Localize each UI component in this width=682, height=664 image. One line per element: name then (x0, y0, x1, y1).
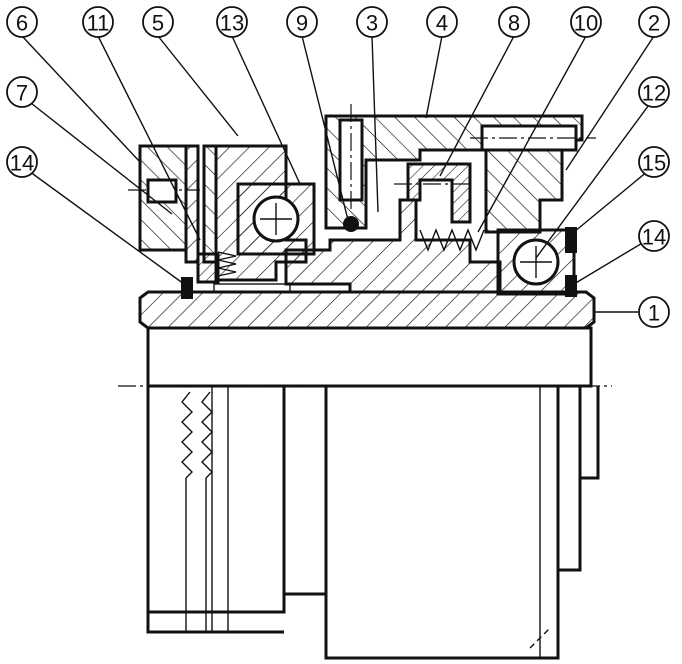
upper-section (128, 104, 596, 299)
callout-label-7: 7 (16, 81, 28, 106)
leader-3 (371, 35, 379, 213)
shaft-lower-body (146, 326, 593, 388)
gear-base (146, 612, 284, 634)
callout-5: 5 (142, 6, 174, 38)
leader-5 (157, 35, 239, 137)
pin (213, 283, 291, 293)
callout-14-left: 14 (6, 146, 38, 178)
lower-view (118, 326, 612, 660)
callout-label-14-left: 14 (10, 151, 34, 176)
break-line-right (201, 391, 213, 479)
callout-14-right: 14 (638, 220, 670, 252)
shaft-hatched (138, 290, 596, 330)
spring-11 (217, 251, 237, 277)
hidden-line (529, 627, 551, 649)
leader-12 (535, 97, 655, 259)
callout-label-11: 11 (87, 11, 110, 36)
leader-lines (21, 35, 655, 313)
callout-label-10: 10 (574, 11, 598, 36)
callout-label-13: 13 (220, 11, 244, 36)
callout-label-12: 12 (642, 81, 666, 106)
callout-6: 6 (6, 6, 38, 38)
callout-12: 12 (638, 76, 670, 108)
callouts: 6 11 5 13 9 3 4 8 10 2 7 12 14 15 14 1 (6, 6, 670, 328)
leader-14-left (21, 165, 185, 285)
seal-left (181, 277, 193, 299)
leader-2 (565, 35, 655, 171)
leader-10 (477, 35, 587, 233)
leader-9 (301, 35, 349, 221)
leader-4 (425, 35, 443, 119)
shaft-section (138, 290, 596, 330)
housing-bore (338, 118, 364, 202)
gear-body-outline (146, 386, 286, 614)
leader-8 (439, 35, 515, 177)
callout-4: 4 (426, 6, 458, 38)
callout-8: 8 (498, 6, 530, 38)
callout-7: 7 (6, 76, 38, 108)
leader-15 (573, 165, 655, 233)
callout-9: 9 (286, 6, 318, 38)
leader-6 (21, 35, 141, 163)
seal-right (565, 275, 577, 297)
callout-label-14-right: 14 (642, 225, 666, 250)
break-line-left (181, 391, 193, 479)
leader-13 (231, 35, 301, 185)
friction-plate (202, 144, 218, 264)
armature-plate (184, 144, 200, 264)
o-ring-9 (343, 216, 359, 232)
housing-step-2 (578, 386, 600, 480)
callout-label-9: 9 (296, 11, 308, 36)
callout-label-2: 2 (648, 11, 660, 36)
housing-step-1 (556, 386, 582, 572)
leader-11 (97, 35, 201, 241)
coil-8 (406, 162, 472, 224)
callout-label-5: 5 (152, 11, 164, 36)
housing-lower-body (324, 384, 560, 660)
callout-label-15: 15 (642, 151, 666, 176)
hub-step-outline (282, 386, 328, 596)
callout-10: 10 (570, 6, 602, 38)
callout-label-6: 6 (16, 11, 28, 36)
callout-label-1: 1 (648, 301, 660, 326)
callout-15: 15 (638, 146, 670, 178)
leader-7 (21, 95, 173, 215)
callout-1: 1 (638, 296, 670, 328)
callout-3: 3 (356, 6, 388, 38)
callout-label-3: 3 (366, 11, 378, 36)
rotor-section (284, 198, 502, 294)
callout-label-8: 8 (508, 11, 520, 36)
spring-10 (419, 228, 485, 252)
seal-15 (565, 227, 577, 253)
callout-13: 13 (216, 6, 248, 38)
callout-11: 11 (82, 6, 114, 38)
callout-2: 2 (638, 6, 670, 38)
callout-label-4: 4 (436, 11, 448, 36)
spring-seat (196, 252, 220, 284)
